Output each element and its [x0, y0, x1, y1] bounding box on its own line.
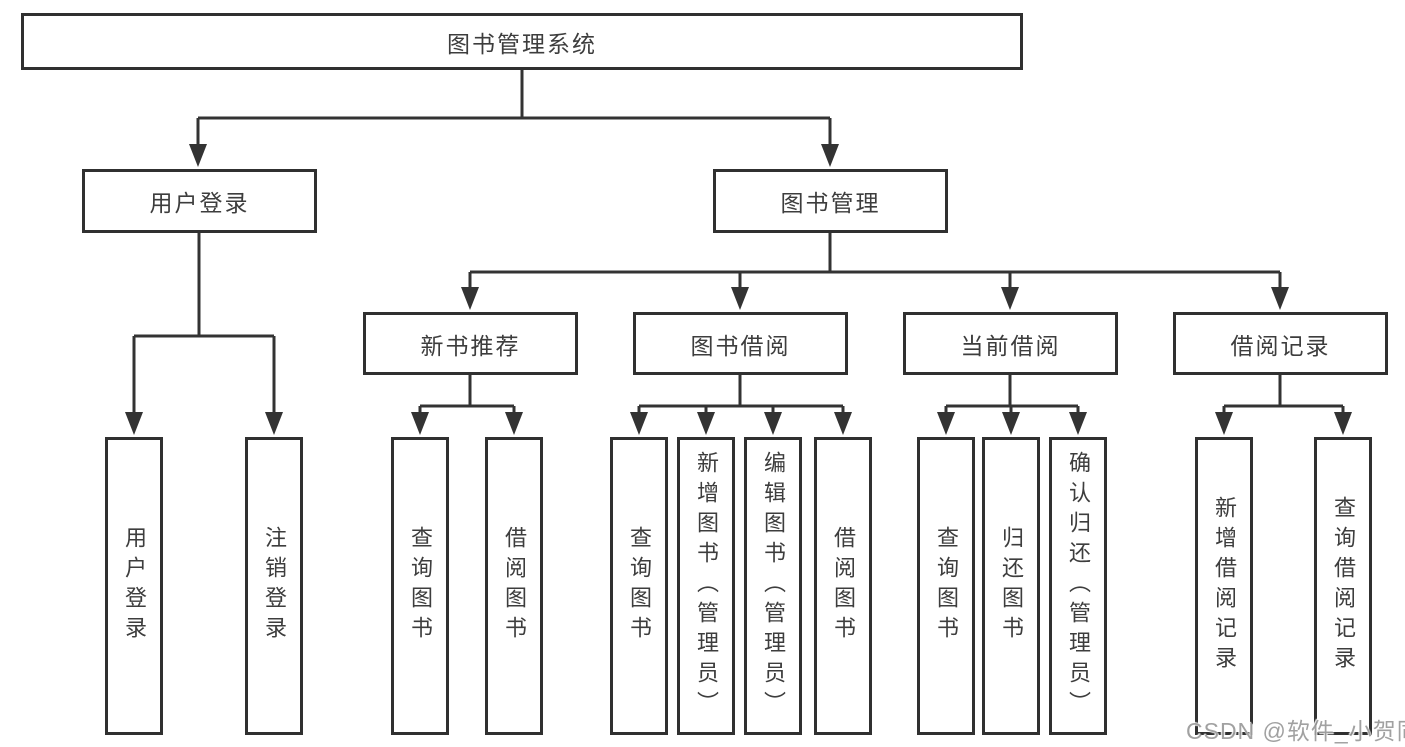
leaf-add-borrow-record: 新增借阅记录 [1195, 437, 1253, 735]
node-current-borrow: 当前借阅 [903, 312, 1118, 375]
node-book-borrow: 图书借阅 [633, 312, 848, 375]
node-book-management: 图书管理 [713, 169, 948, 233]
leaf-confirm-return-admin: 确认归还（管理员） [1049, 437, 1107, 735]
node-borrow-records: 借阅记录 [1173, 312, 1388, 375]
leaf-query-borrow-record: 查询借阅记录 [1314, 437, 1372, 735]
leaf-query-books-borrow: 查询图书 [610, 437, 668, 735]
csdn-watermark: CSDN @软件_小贺同学 [1186, 718, 1405, 744]
leaf-user-login: 用户登录 [105, 437, 163, 735]
leaf-query-books-recommend: 查询图书 [391, 437, 449, 735]
leaf-borrow-books-recommend: 借阅图书 [485, 437, 543, 735]
leaf-borrow-books: 借阅图书 [814, 437, 872, 735]
leaf-add-book-admin: 新增图书（管理员） [677, 437, 735, 735]
node-user-login: 用户登录 [82, 169, 317, 233]
leaf-return-book: 归还图书 [982, 437, 1040, 735]
connector-paths [132, 70, 1345, 414]
leaf-edit-book-admin: 编辑图书（管理员） [744, 437, 802, 735]
node-new-book-recommend: 新书推荐 [363, 312, 578, 375]
arrowhead-icons [125, 144, 1352, 435]
node-root-system: 图书管理系统 [21, 13, 1023, 70]
leaf-logout: 注销登录 [245, 437, 303, 735]
leaf-query-books-current: 查询图书 [917, 437, 975, 735]
